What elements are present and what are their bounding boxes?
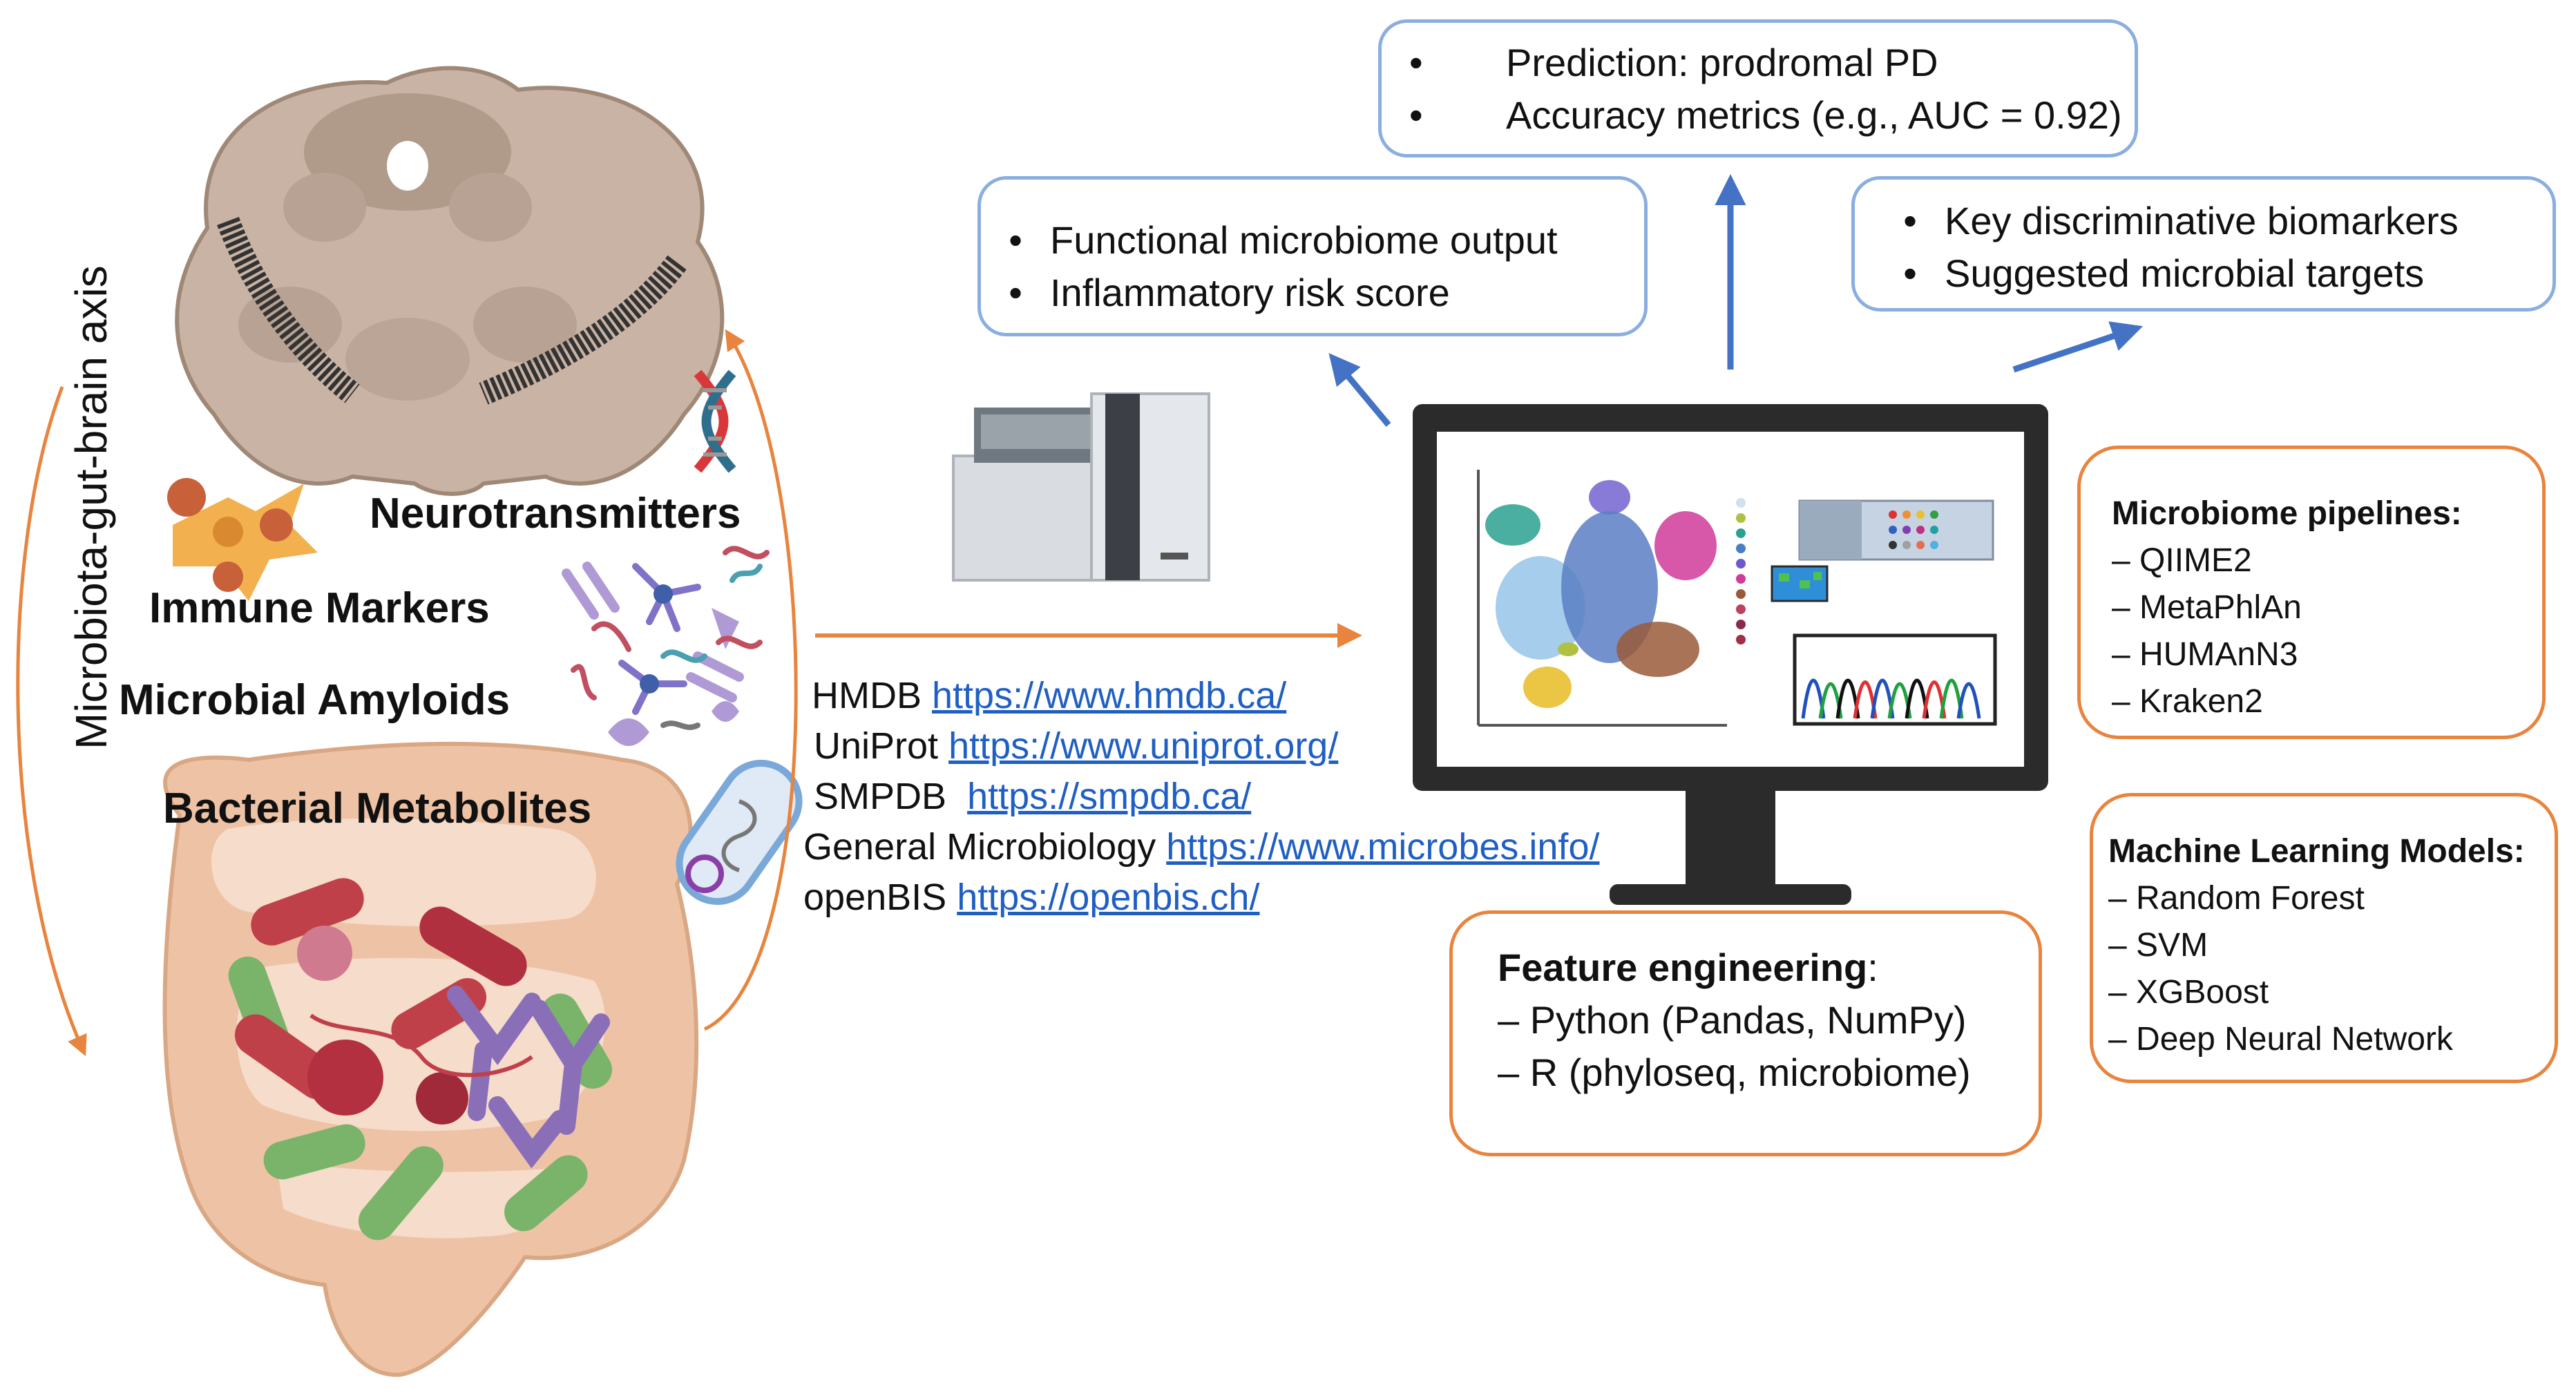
- bacterium-icon: [676, 759, 803, 906]
- feature-engineering-box: Feature engineering: – Python (Pandas, N…: [1449, 910, 2042, 1156]
- monitor-icon: [1413, 404, 2048, 905]
- ml-models-box: Machine Learning Models: – Random Forest…: [2090, 793, 2558, 1083]
- list-item: – Deep Neural Network: [2108, 1021, 2453, 1058]
- ml-models-title: Machine Learning Models:: [2108, 833, 2525, 870]
- axis-arrow-up: [703, 329, 798, 1031]
- axis-arrow-down: [16, 386, 87, 1057]
- dna-icon: [694, 370, 736, 473]
- database-row: SMPDB https://smpdb.ca/: [814, 771, 1251, 822]
- list-item: – Kraken2: [2112, 683, 2263, 720]
- brainstem-illustration: [175, 66, 725, 496]
- database-row: General Microbiology https://www.microbe…: [803, 821, 1599, 872]
- pipelines-box: Microbiome pipelines: – QIIME2 – MetaPhl…: [2077, 446, 2546, 739]
- intestine-illustration: [162, 741, 699, 1377]
- list-item: •Suggested microbial targets: [1903, 251, 2425, 295]
- database-link-openbis[interactable]: https://openbis.ch/: [957, 877, 1260, 918]
- color-grid: [1889, 510, 1938, 549]
- pipelines-title: Microbiome pipelines:: [2112, 495, 2462, 532]
- list-item: – Random Forest: [2108, 880, 2365, 917]
- database-link-hmdb[interactable]: https://www.hmdb.ca/: [932, 675, 1287, 716]
- label-microbial-amyloids: Microbial Amyloids: [119, 676, 511, 724]
- sequencer-icon: [952, 392, 1210, 582]
- list-item: – MetaPhlAn: [2112, 589, 2302, 626]
- list-item: •Prediction: prodromal PD: [1409, 41, 1938, 84]
- list-item: – XGBoost: [2108, 974, 2269, 1011]
- tsne-clusters: [1485, 480, 1717, 708]
- database-link-microbes[interactable]: https://www.microbes.info/: [1166, 826, 1600, 868]
- output-box-biomarkers: •Key discriminative biomarkers •Suggeste…: [1851, 176, 2556, 312]
- list-item: – R (phyloseq, microbiome): [1498, 1051, 1971, 1094]
- database-name: UniProt: [814, 725, 939, 767]
- database-name: HMDB: [812, 675, 922, 716]
- label-neurotransmitters: Neurotransmitters: [370, 490, 741, 537]
- list-item: •Key discriminative biomarkers: [1903, 199, 2459, 242]
- axis-label: Microbiota-gut-brain axis: [66, 265, 116, 749]
- list-item: – QIIME2: [2112, 542, 2252, 579]
- list-item: •Accuracy metrics (e.g., AUC = 0.92): [1409, 93, 2122, 137]
- database-row: HMDB https://www.hmdb.ca/: [812, 670, 1286, 721]
- database-name: SMPDB: [814, 776, 947, 817]
- list-item: •Inflammatory risk score: [1009, 271, 1450, 314]
- chromatogram: [1801, 678, 1981, 719]
- database-name: openBIS: [803, 877, 947, 918]
- output-box-functional: •Functional microbiome output •Inflammat…: [977, 176, 1648, 336]
- database-name: General Microbiology: [803, 826, 1156, 868]
- legend-dots: [1736, 498, 1746, 644]
- feature-engineering-title: Feature engineering:: [1498, 946, 1878, 989]
- arrow-to-right-output: [2012, 321, 2144, 373]
- label-immune-markers: Immune Markers: [149, 584, 490, 632]
- output-box-prediction: •Prediction: prodromal PD •Accuracy metr…: [1378, 19, 2138, 157]
- list-item: – Python (Pandas, NumPy): [1498, 998, 1967, 1042]
- immune-cell-icon: [167, 478, 318, 601]
- list-item: •Functional microbiome output: [1009, 218, 1558, 262]
- database-link-smpdb[interactable]: https://smpdb.ca/: [967, 776, 1252, 817]
- database-row: openBIS https://openbis.ch/: [803, 872, 1259, 923]
- database-link-uniprot[interactable]: https://www.uniprot.org/: [948, 725, 1339, 767]
- label-bacterial-metabolites: Bacterial Metabolites: [163, 785, 592, 832]
- list-item: – HUMAnN3: [2112, 636, 2298, 673]
- arrow-to-left-output: [1328, 353, 1391, 427]
- molecules-icon: [562, 546, 770, 746]
- database-row: UniProt https://www.uniprot.org/: [814, 720, 1338, 772]
- list-item: – SVM: [2108, 927, 2208, 964]
